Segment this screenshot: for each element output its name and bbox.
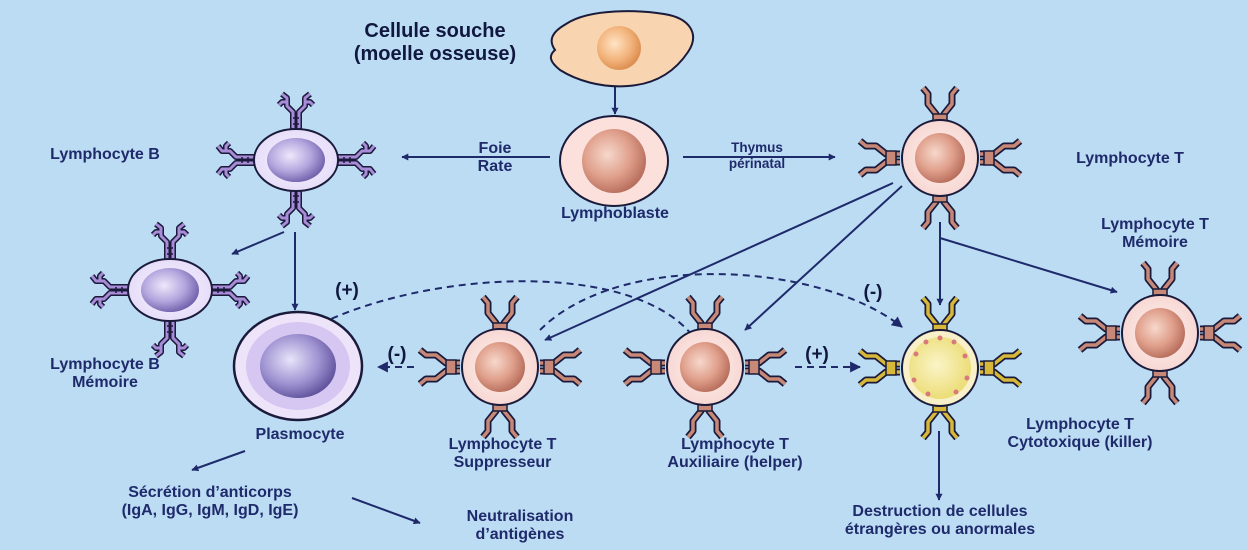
spleen-label: Rate: [440, 158, 550, 176]
thymus-label-line1: Thymus: [692, 140, 822, 156]
lymphoblast-cell: [560, 116, 668, 206]
b-memory-cell: [92, 224, 248, 356]
t-killer-label-line1: Lymphocyte T: [965, 416, 1195, 434]
neutralisation-label-line2: d’antigènes: [420, 526, 620, 544]
t-helper-label: Lymphocyte T Auxiliaire (helper): [615, 436, 855, 473]
t-memory-label: Lymphocyte T Mémoire: [1065, 216, 1245, 253]
b-cell: [218, 94, 374, 226]
t-memory-label-line1: Lymphocyte T: [1065, 216, 1245, 234]
destruction-label-line2: étrangères ou anormales: [790, 521, 1090, 539]
t-suppressor-cell: [420, 297, 580, 437]
antibody-secretion-label: Sécrétion d’anticorps (IgA, IgG, IgM, Ig…: [60, 484, 360, 521]
plasmocyte-label: Plasmocyte: [210, 426, 390, 444]
liver-label: Foie: [440, 140, 550, 158]
inhibition-sign-suppressor: (-): [372, 344, 422, 366]
lymphoblast-label: Lymphoblaste: [520, 205, 710, 223]
inhibition-sign-killer: (-): [848, 282, 898, 304]
neutralisation-label-line1: Neutralisation: [420, 508, 620, 526]
t-cell: [860, 88, 1020, 228]
b-memory-label-line2: Mémoire: [5, 374, 205, 392]
t-killer-label: Lymphocyte T Cytotoxique (killer): [965, 416, 1195, 453]
t-cell-label: Lymphocyte T: [1030, 150, 1230, 168]
t-memory-cell: [1080, 263, 1240, 403]
stem-cell-label-line2: (moelle osseuse): [300, 43, 570, 66]
plasmocyte-cell: [234, 312, 362, 420]
b-cell-label: Lymphocyte B: [5, 146, 205, 164]
liver-spleen-label: Foie Rate: [440, 140, 550, 177]
antibody-secretion-label-line2: (IgA, IgG, IgM, IgD, IgE): [60, 502, 360, 520]
t-helper-label-line2: Auxiliaire (helper): [615, 454, 855, 472]
t-suppressor-label-line2: Suppresseur: [415, 454, 590, 472]
t-suppressor-label: Lymphocyte T Suppresseur: [415, 436, 590, 473]
t-killer-label-line2: Cytotoxique (killer): [965, 434, 1195, 452]
destruction-label-line1: Destruction de cellules: [790, 503, 1090, 521]
stimulation-sign-plasmocyte: (+): [322, 280, 372, 302]
stem-cell: [551, 11, 693, 86]
b-memory-label-line1: Lymphocyte B: [5, 356, 205, 374]
destruction-label: Destruction de cellules étrangères ou an…: [790, 503, 1090, 540]
b-memory-label: Lymphocyte B Mémoire: [5, 356, 205, 393]
t-suppressor-label-line1: Lymphocyte T: [415, 436, 590, 454]
antibody-secretion-label-line1: Sécrétion d’anticorps: [60, 484, 360, 502]
t-helper-label-line1: Lymphocyte T: [615, 436, 855, 454]
t-helper-cell: [625, 297, 785, 437]
neutralisation-label: Neutralisation d’antigènes: [420, 508, 620, 545]
stem-cell-label-line1: Cellule souche: [300, 20, 570, 43]
t-memory-label-line2: Mémoire: [1065, 234, 1245, 252]
thymus-label: Thymus périnatal: [692, 140, 822, 171]
stimulation-sign-helper: (+): [792, 344, 842, 366]
thymus-label-line2: périnatal: [692, 156, 822, 172]
stem-cell-label: Cellule souche (moelle osseuse): [300, 20, 570, 66]
